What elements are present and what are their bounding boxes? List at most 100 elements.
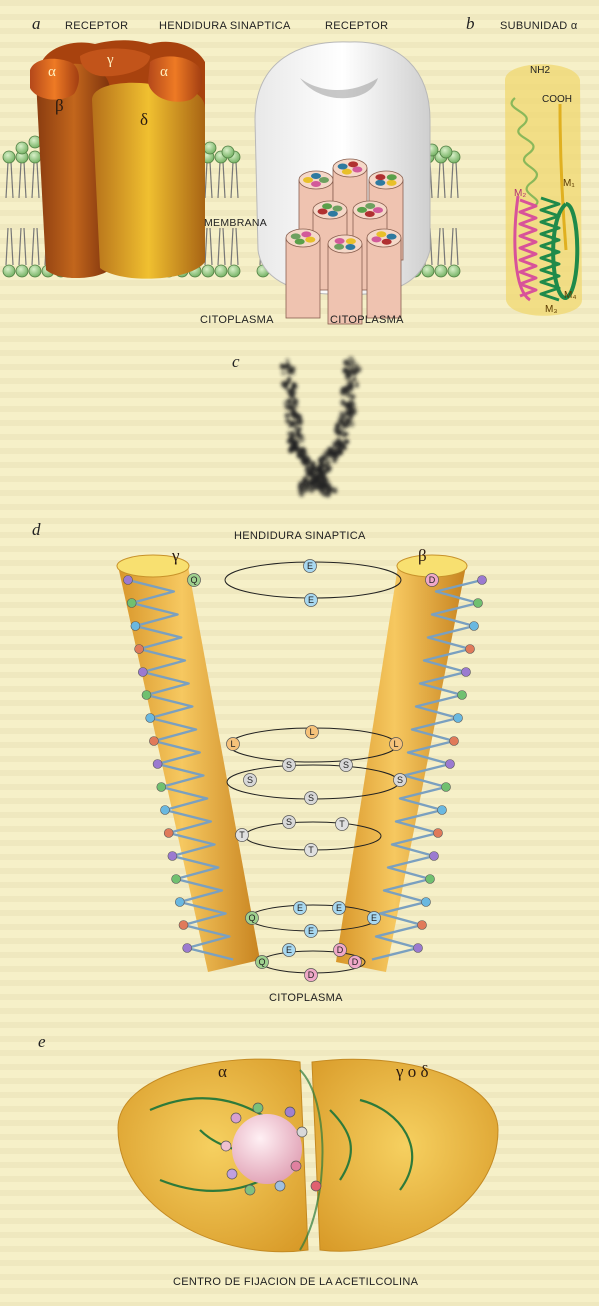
chain-left-bead — [164, 829, 173, 838]
density-speck — [334, 426, 339, 431]
receptor-right-label: RECEPTOR — [325, 20, 388, 32]
pore-tube-top — [328, 235, 362, 253]
pore-tube-top — [313, 201, 347, 219]
residue-letter: L — [393, 739, 398, 749]
density-speck — [355, 383, 359, 387]
lipid-tail — [438, 162, 440, 198]
residue-letter: E — [286, 945, 292, 955]
lipid-tail — [451, 162, 453, 198]
chain-right-bead — [450, 737, 459, 746]
lipid-head — [222, 146, 234, 158]
density-speck — [291, 410, 297, 416]
pore-helix-end — [365, 211, 375, 217]
density-speck — [291, 445, 294, 448]
chain-left-bead — [142, 691, 151, 700]
lipid-tail — [32, 162, 34, 198]
density-speck — [352, 371, 357, 376]
density-speck — [332, 458, 337, 463]
density-speck — [343, 433, 346, 436]
binding-residue — [253, 1103, 263, 1113]
pore-helix-end — [348, 161, 358, 167]
pore-helix-end — [375, 180, 385, 186]
panel-c-letter: c — [232, 352, 240, 372]
chain-left-bead — [124, 576, 133, 585]
lipid-head — [448, 265, 460, 277]
subunit-alpha-left: α — [48, 64, 56, 81]
m4-label: M₄ — [564, 290, 576, 301]
density-speck — [285, 358, 290, 363]
lipid-tail — [223, 228, 225, 265]
lipid-tail — [19, 228, 21, 265]
lipid-head — [3, 151, 15, 163]
density-speck — [305, 454, 308, 457]
residue-letter: D — [308, 970, 315, 980]
pore-helix-end — [387, 180, 397, 186]
density-speck — [352, 377, 356, 381]
pore-helix-end — [357, 207, 367, 213]
chain-left-bead — [138, 668, 147, 677]
cytoplasm-right-label: CITOPLASMA — [330, 314, 404, 326]
gamma-label-d: γ — [172, 546, 180, 566]
cytoplasm-left-label: CITOPLASMA — [200, 314, 274, 326]
density-speck — [309, 480, 314, 485]
chain-right-bead — [426, 875, 435, 884]
residue-letter: D — [352, 957, 359, 967]
lipid-head — [228, 265, 240, 277]
lipid-tail — [236, 228, 238, 265]
density-speck — [323, 485, 326, 488]
residue-letter: S — [343, 760, 349, 770]
density-speck — [334, 490, 337, 493]
residue-letter: L — [230, 739, 235, 749]
lipid-tail — [32, 228, 34, 265]
pore-helix-end — [291, 233, 301, 239]
pore-tube — [367, 238, 401, 318]
lipid-head — [16, 265, 28, 277]
density-speck — [300, 493, 304, 497]
pore-tube — [328, 244, 362, 324]
density-speck — [344, 423, 349, 428]
lipid-tail — [37, 228, 39, 265]
density-speck — [290, 431, 294, 435]
panel-d-letter: d — [32, 520, 41, 540]
residue-letter: D — [429, 575, 436, 585]
alpha-subunit-title: SUBUNIDAD α — [500, 20, 578, 32]
residue-letter: Q — [248, 913, 255, 923]
density-speck — [293, 407, 296, 410]
lipid-head — [435, 265, 447, 277]
binding-residue — [285, 1107, 295, 1117]
lipid-tail — [24, 162, 26, 198]
residue-letter: E — [308, 926, 314, 936]
lipid-tail — [456, 162, 458, 198]
residue-letter: S — [247, 775, 253, 785]
chain-left-bead — [183, 944, 192, 953]
chain-right-bead — [438, 806, 447, 815]
density-speck — [332, 441, 336, 445]
chain-right-bead — [466, 645, 475, 654]
lipid-tail — [6, 162, 8, 198]
subunit-alpha-right: α — [160, 64, 168, 81]
binding-residue — [245, 1185, 255, 1195]
binding-center-caption: CENTRO DE FIJACION DE LA ACETILCOLINA — [173, 1276, 418, 1288]
pore-helix-end — [352, 167, 362, 173]
pore-helix-end — [335, 238, 345, 244]
density-speck — [294, 426, 297, 429]
residue-letter: S — [397, 775, 403, 785]
binding-residue — [275, 1181, 285, 1191]
chain-right-bead — [434, 829, 443, 838]
lipid-tail — [218, 162, 220, 198]
pore-tube-top — [369, 171, 403, 189]
density-speck — [280, 363, 284, 367]
pore-helix-end — [328, 211, 338, 217]
density-speck — [298, 450, 301, 453]
residue-letter: Q — [190, 575, 197, 585]
pore-tube — [286, 238, 320, 318]
pore-helix-bundle — [286, 159, 403, 324]
density-speck — [348, 418, 353, 423]
density-speck — [308, 471, 314, 477]
density-speck — [299, 490, 302, 493]
lipid-tail — [443, 162, 445, 198]
lipid-head — [440, 146, 452, 158]
binding-residue — [221, 1141, 231, 1151]
lipid-tail — [205, 228, 207, 265]
density-speck — [338, 419, 343, 424]
